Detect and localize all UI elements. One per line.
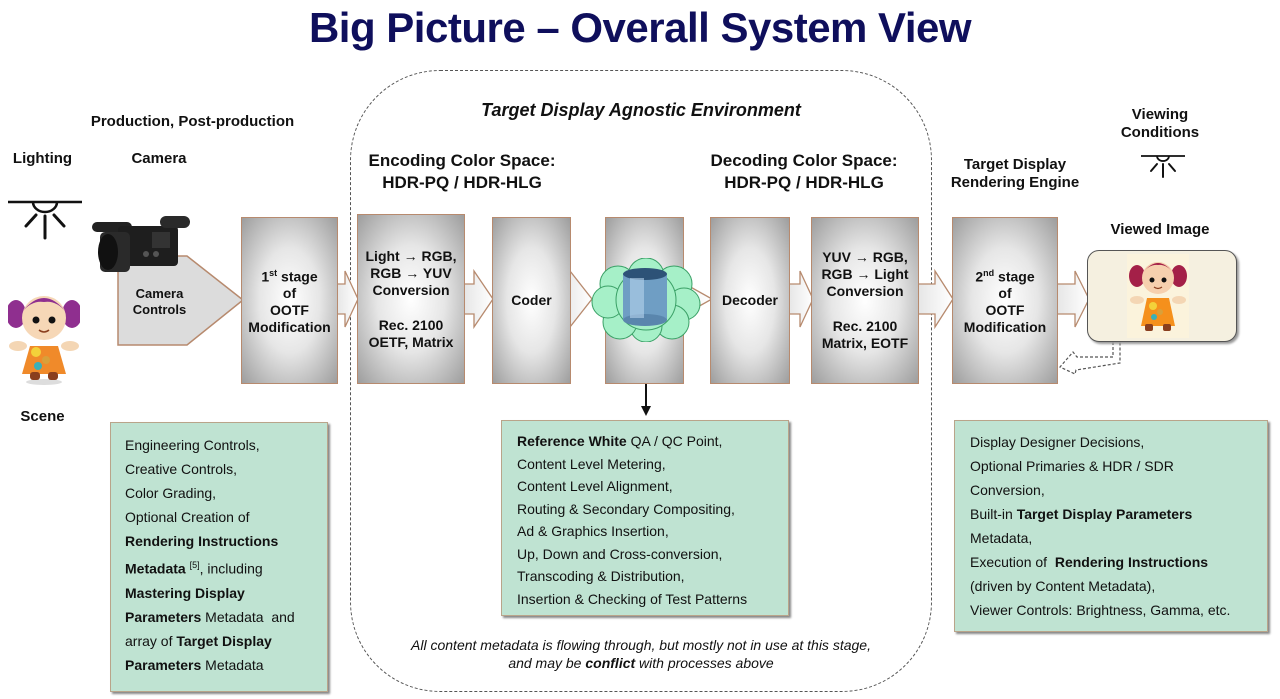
encode-line3: Conversion: [372, 281, 450, 298]
production-note-line: Optional Creation of: [125, 509, 250, 525]
decode-line5: Matrix, EOTF: [821, 335, 909, 351]
arrow-ootf1-to-encode: [336, 270, 359, 328]
environment-title: Target Display Agnostic Environment: [481, 100, 801, 120]
encode-line2: RGB → YUV: [370, 264, 452, 281]
viewed-image-label: Viewed Image: [1110, 221, 1210, 238]
decode-conversion-block: YUV → RGB, RGB → Light Conversion Rec. 2…: [811, 217, 919, 384]
ootf-stage1-line3: OOTF: [270, 302, 309, 319]
display-note-line: (driven by Content Metadata),: [970, 578, 1156, 594]
distribution-notes: Reference White QA / QC Point, Content L…: [501, 420, 789, 616]
rendering-line2: Rendering Engine: [950, 174, 1080, 191]
coder-label: Coder: [511, 292, 552, 308]
distribution-note-line: Insertion & Checking of Test Patterns: [517, 590, 748, 607]
production-label: Production, Post-production: [90, 113, 295, 130]
viewed-doll-image: [1127, 254, 1189, 338]
metadata-note-line2: and may be conflict with processes above: [508, 655, 774, 671]
camera-controls-label: Camera Controls: [122, 286, 197, 318]
production-note-line: Color Grading,: [125, 485, 217, 501]
rendering-line1: Target Display: [963, 156, 1067, 173]
display-notes: Display Designer Decisions, Optional Pri…: [954, 420, 1268, 632]
encoding-color-space-label: Encoding Color Space: HDR-PQ / HDR-HLG: [352, 150, 572, 194]
production-note-line: Mastering Display: [125, 584, 245, 601]
distribution-note-line: Transcoding & Distribution,: [517, 568, 685, 584]
production-note-line: Metadata [5], including: [125, 560, 263, 577]
target-display-agnostic-environment: [350, 70, 932, 692]
metadata-flow-note: All content metadata is flowing through,…: [350, 636, 932, 672]
ootf-stage1-block: 1st stage of OOTF Modification: [241, 217, 338, 384]
distribution-note-line: Content Level Alignment,: [517, 478, 673, 494]
ootf-stage2-block: 2nd stage of OOTF Modification: [952, 217, 1058, 384]
production-note-line: Creative Controls,: [125, 461, 238, 477]
production-notes: Engineering Controls, Creative Controls,…: [110, 422, 328, 692]
encoding-line2: HDR-PQ / HDR-HLG: [382, 173, 542, 192]
arrow-decoder-to-decode: [788, 270, 814, 328]
decode-line4: Rec. 2100: [832, 318, 898, 334]
encode-line4: Rec. 2100: [378, 316, 444, 333]
production-note-line: Engineering Controls,: [125, 437, 260, 453]
metadata-note-line1: All content metadata is flowing through,…: [411, 637, 871, 653]
display-note-line: Execution of Rendering Instructions: [970, 554, 1209, 570]
ootf-stage1-line1: 1st stage: [261, 267, 318, 285]
decoding-line1: Decoding Color Space:: [710, 151, 898, 170]
ootf-stage2-line3: OOTF: [985, 302, 1025, 319]
page-title: Big Picture – Overall System View: [308, 4, 972, 51]
lighting-label: Lighting: [12, 150, 73, 167]
cloud-storage-icon: [591, 258, 701, 342]
display-note-line: Display Designer Decisions,: [970, 434, 1145, 450]
encoding-line1: Encoding Color Space:: [368, 151, 556, 170]
distribution-note-line: Reference White QA / QC Point,: [517, 433, 723, 449]
decoding-line2: HDR-PQ / HDR-HLG: [724, 173, 884, 192]
arrow-encode-to-coder: [463, 268, 494, 330]
ootf-stage1-line4: Modification: [248, 319, 331, 336]
production-note-line: Parameters Metadata and: [125, 608, 295, 625]
light-icon: [8, 200, 82, 240]
arrow-ootf2-to-viewed: [1056, 270, 1090, 328]
decoder-block: Decoder: [710, 217, 790, 384]
viewing-line2: Conditions: [1120, 124, 1200, 141]
storage-arrowhead: [641, 406, 651, 416]
display-note-line: Built-in Target Display Parameters: [970, 506, 1193, 522]
viewing-conditions-label: Viewing Conditions: [1110, 106, 1210, 142]
arrow-decode-to-ootf2: [917, 268, 954, 330]
decoder-label: Decoder: [721, 292, 779, 308]
camera-icon: [92, 216, 190, 272]
production-note-line: array of Target Display: [125, 632, 272, 649]
decode-line3: Conversion: [826, 283, 904, 299]
camera-label: Camera: [131, 150, 187, 167]
ootf-stage2-line1: 2nd stage: [975, 267, 1035, 285]
decode-line2: RGB → Light: [821, 266, 909, 282]
decode-line1: YUV → RGB,: [822, 249, 908, 265]
production-note-line: Parameters Metadata: [125, 656, 264, 673]
coder-block: Coder: [492, 217, 571, 384]
rendering-engine-label: Target Display Rendering Engine: [940, 156, 1090, 192]
distribution-note-line: Up, Down and Cross-conversion,: [517, 545, 723, 562]
viewing-line1: Viewing: [1131, 106, 1189, 123]
encode-line5: OETF, Matrix: [368, 333, 454, 350]
camera-controls-line2: Controls: [132, 302, 187, 317]
encode-line1: Light → RGB,: [365, 247, 457, 264]
scene-label: Scene: [20, 408, 65, 425]
camera-controls-line1: Camera: [135, 286, 184, 301]
display-note-line: Optional Primaries & HDR / SDR: [970, 458, 1174, 474]
display-note-line: Conversion,: [970, 482, 1045, 498]
scene-doll-image: [8, 296, 80, 385]
ootf-stage2-line4: Modification: [963, 319, 1047, 336]
ootf-stage2-line2: of: [998, 285, 1012, 302]
production-note-line: Rendering Instructions: [125, 533, 279, 549]
display-note-line: Metadata,: [970, 530, 1033, 546]
distribution-note-line: Routing & Secondary Compositing,: [517, 500, 735, 517]
ootf-stage1-line2: of: [282, 285, 297, 302]
distribution-note-line: Ad & Graphics Insertion,: [517, 523, 669, 539]
database-icon: [623, 268, 667, 326]
decoding-color-space-label: Decoding Color Space: HDR-PQ / HDR-HLG: [694, 150, 914, 194]
feedback-arrow: [1059, 342, 1121, 375]
viewing-light-icon: [1141, 155, 1185, 178]
distribution-note-line: Content Level Metering,: [517, 455, 666, 472]
encode-conversion-block: Light → RGB, RGB → YUV Conversion Rec. 2…: [357, 214, 465, 384]
display-note-line: Viewer Controls: Brightness, Gamma, etc.: [970, 602, 1231, 618]
